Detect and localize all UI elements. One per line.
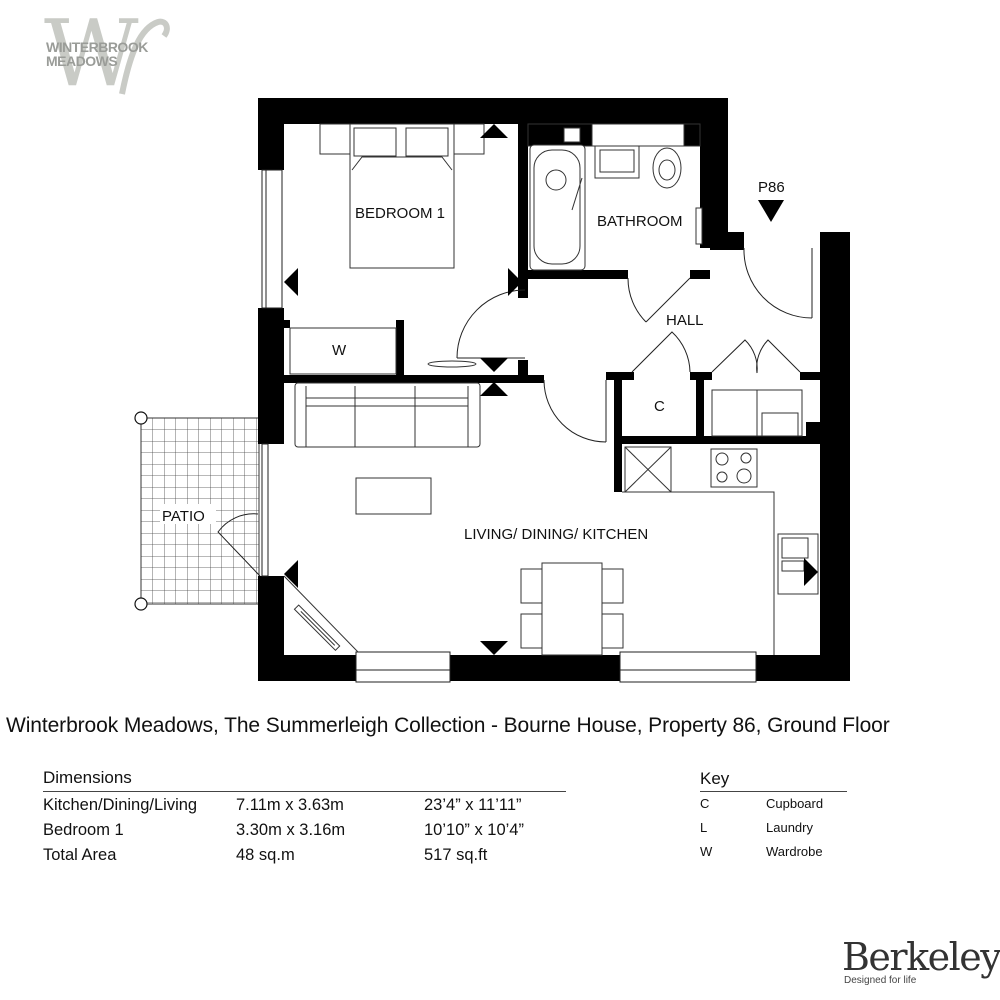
- room-label-wardrobe: W: [332, 342, 347, 359]
- dimension-room: Kitchen/Dining/Living: [43, 796, 198, 814]
- room-label-bedroom-1: BEDROOM 1: [355, 205, 445, 222]
- marker-left-icon: [284, 560, 298, 588]
- dimensions-row: Kitchen/Dining/Living 7.11m x 3.63m 23’4…: [43, 793, 566, 817]
- key-meaning: Cupboard: [766, 796, 824, 811]
- winterbrook-meadows-logo: W WINTERBROOK MEADOWS: [40, 8, 170, 100]
- sofa: [294, 382, 481, 448]
- dimension-metric: 3.30m x 3.16m: [236, 821, 346, 839]
- elevation-markers: [284, 124, 818, 655]
- marker-up-icon: [480, 124, 508, 138]
- key-meaning: Laundry: [766, 820, 813, 835]
- brand-name: Berkeley: [842, 935, 1000, 979]
- marker-left-icon: [284, 268, 298, 296]
- kitchen-units: [622, 389, 819, 655]
- key-code: L: [700, 820, 708, 835]
- room-label-bathroom: BATHROOM: [597, 213, 683, 230]
- coffee-table: [355, 477, 432, 515]
- dimensions-table: Dimensions Kitchen/Dining/Living 7.11m x…: [43, 768, 566, 867]
- entrance-marker-label: P86: [758, 179, 785, 196]
- room-label-living: LIVING/ DINING/ KITCHEN: [464, 526, 648, 543]
- logo-line-2: MEADOWS: [46, 53, 118, 69]
- wardrobe-unit: [289, 327, 397, 375]
- dimension-room: Total Area: [43, 846, 117, 864]
- key-item: W Wardrobe: [700, 840, 847, 864]
- dimension-metric: 48 sq.m: [236, 846, 295, 864]
- tv: [293, 604, 341, 651]
- dimension-imperial: 10’10” x 10’4”: [424, 821, 524, 839]
- patio-area: [134, 411, 260, 611]
- logo-letter: W: [44, 0, 139, 107]
- logo-line-1: WINTERBROOK: [46, 39, 148, 55]
- dimensions-row: Total Area 48 sq.m 517 sq.ft: [43, 843, 566, 867]
- towel-rail: [695, 207, 703, 245]
- logo-text: WINTERBROOK MEADOWS: [46, 40, 148, 68]
- berkeley-logo: Berkeley Designed for life: [842, 938, 1000, 986]
- marker-right-icon: [508, 268, 522, 296]
- bathroom-fixtures: [527, 123, 703, 271]
- side-table: [427, 360, 477, 368]
- bedroom-furniture: [289, 123, 485, 375]
- key-heading: Key: [700, 769, 847, 792]
- key-code: C: [700, 796, 710, 811]
- bedside-table-right: [451, 123, 485, 155]
- exterior-walls: [258, 98, 850, 681]
- dimension-metric: 7.11m x 3.63m: [236, 796, 344, 814]
- windows: [261, 169, 757, 683]
- room-label-hall: HALL: [666, 312, 704, 329]
- key-legend: Key C Cupboard L Laundry W Wardrobe: [700, 769, 847, 864]
- key-meaning: Wardrobe: [766, 844, 823, 859]
- property-title: Winterbrook Meadows, The Summerleigh Col…: [6, 714, 890, 737]
- marker-down-icon: [480, 641, 508, 655]
- room-label-patio: PATIO: [162, 508, 205, 525]
- bedside-table-left: [319, 123, 353, 155]
- dining-table: [541, 562, 603, 656]
- logo-swash-icon: [119, 18, 170, 95]
- room-label-cupboard: C: [654, 398, 665, 415]
- dimensions-row: Bedroom 1 3.30m x 3.16m 10’10” x 10’4”: [43, 818, 566, 842]
- marker-down-icon: [480, 358, 508, 372]
- marker-right-icon: [804, 558, 818, 586]
- entrance-arrow-icon: [758, 200, 784, 222]
- dimensions-heading: Dimensions: [43, 768, 566, 792]
- key-item: C Cupboard: [700, 792, 847, 816]
- dimension-imperial: 517 sq.ft: [424, 846, 488, 864]
- dimension-room: Bedroom 1: [43, 821, 124, 839]
- floor-plan: BEDROOM 1 BATHROOM HALL W C PATIO LIVING…: [134, 98, 850, 683]
- key-item: L Laundry: [700, 816, 847, 840]
- brand-tagline: Designed for life: [844, 975, 917, 986]
- dimension-imperial: 23’4” x 11’11”: [424, 796, 522, 814]
- marker-up-icon: [480, 382, 508, 396]
- interior-walls: [284, 118, 822, 492]
- key-code: W: [700, 844, 713, 859]
- living-furniture: [283, 382, 624, 656]
